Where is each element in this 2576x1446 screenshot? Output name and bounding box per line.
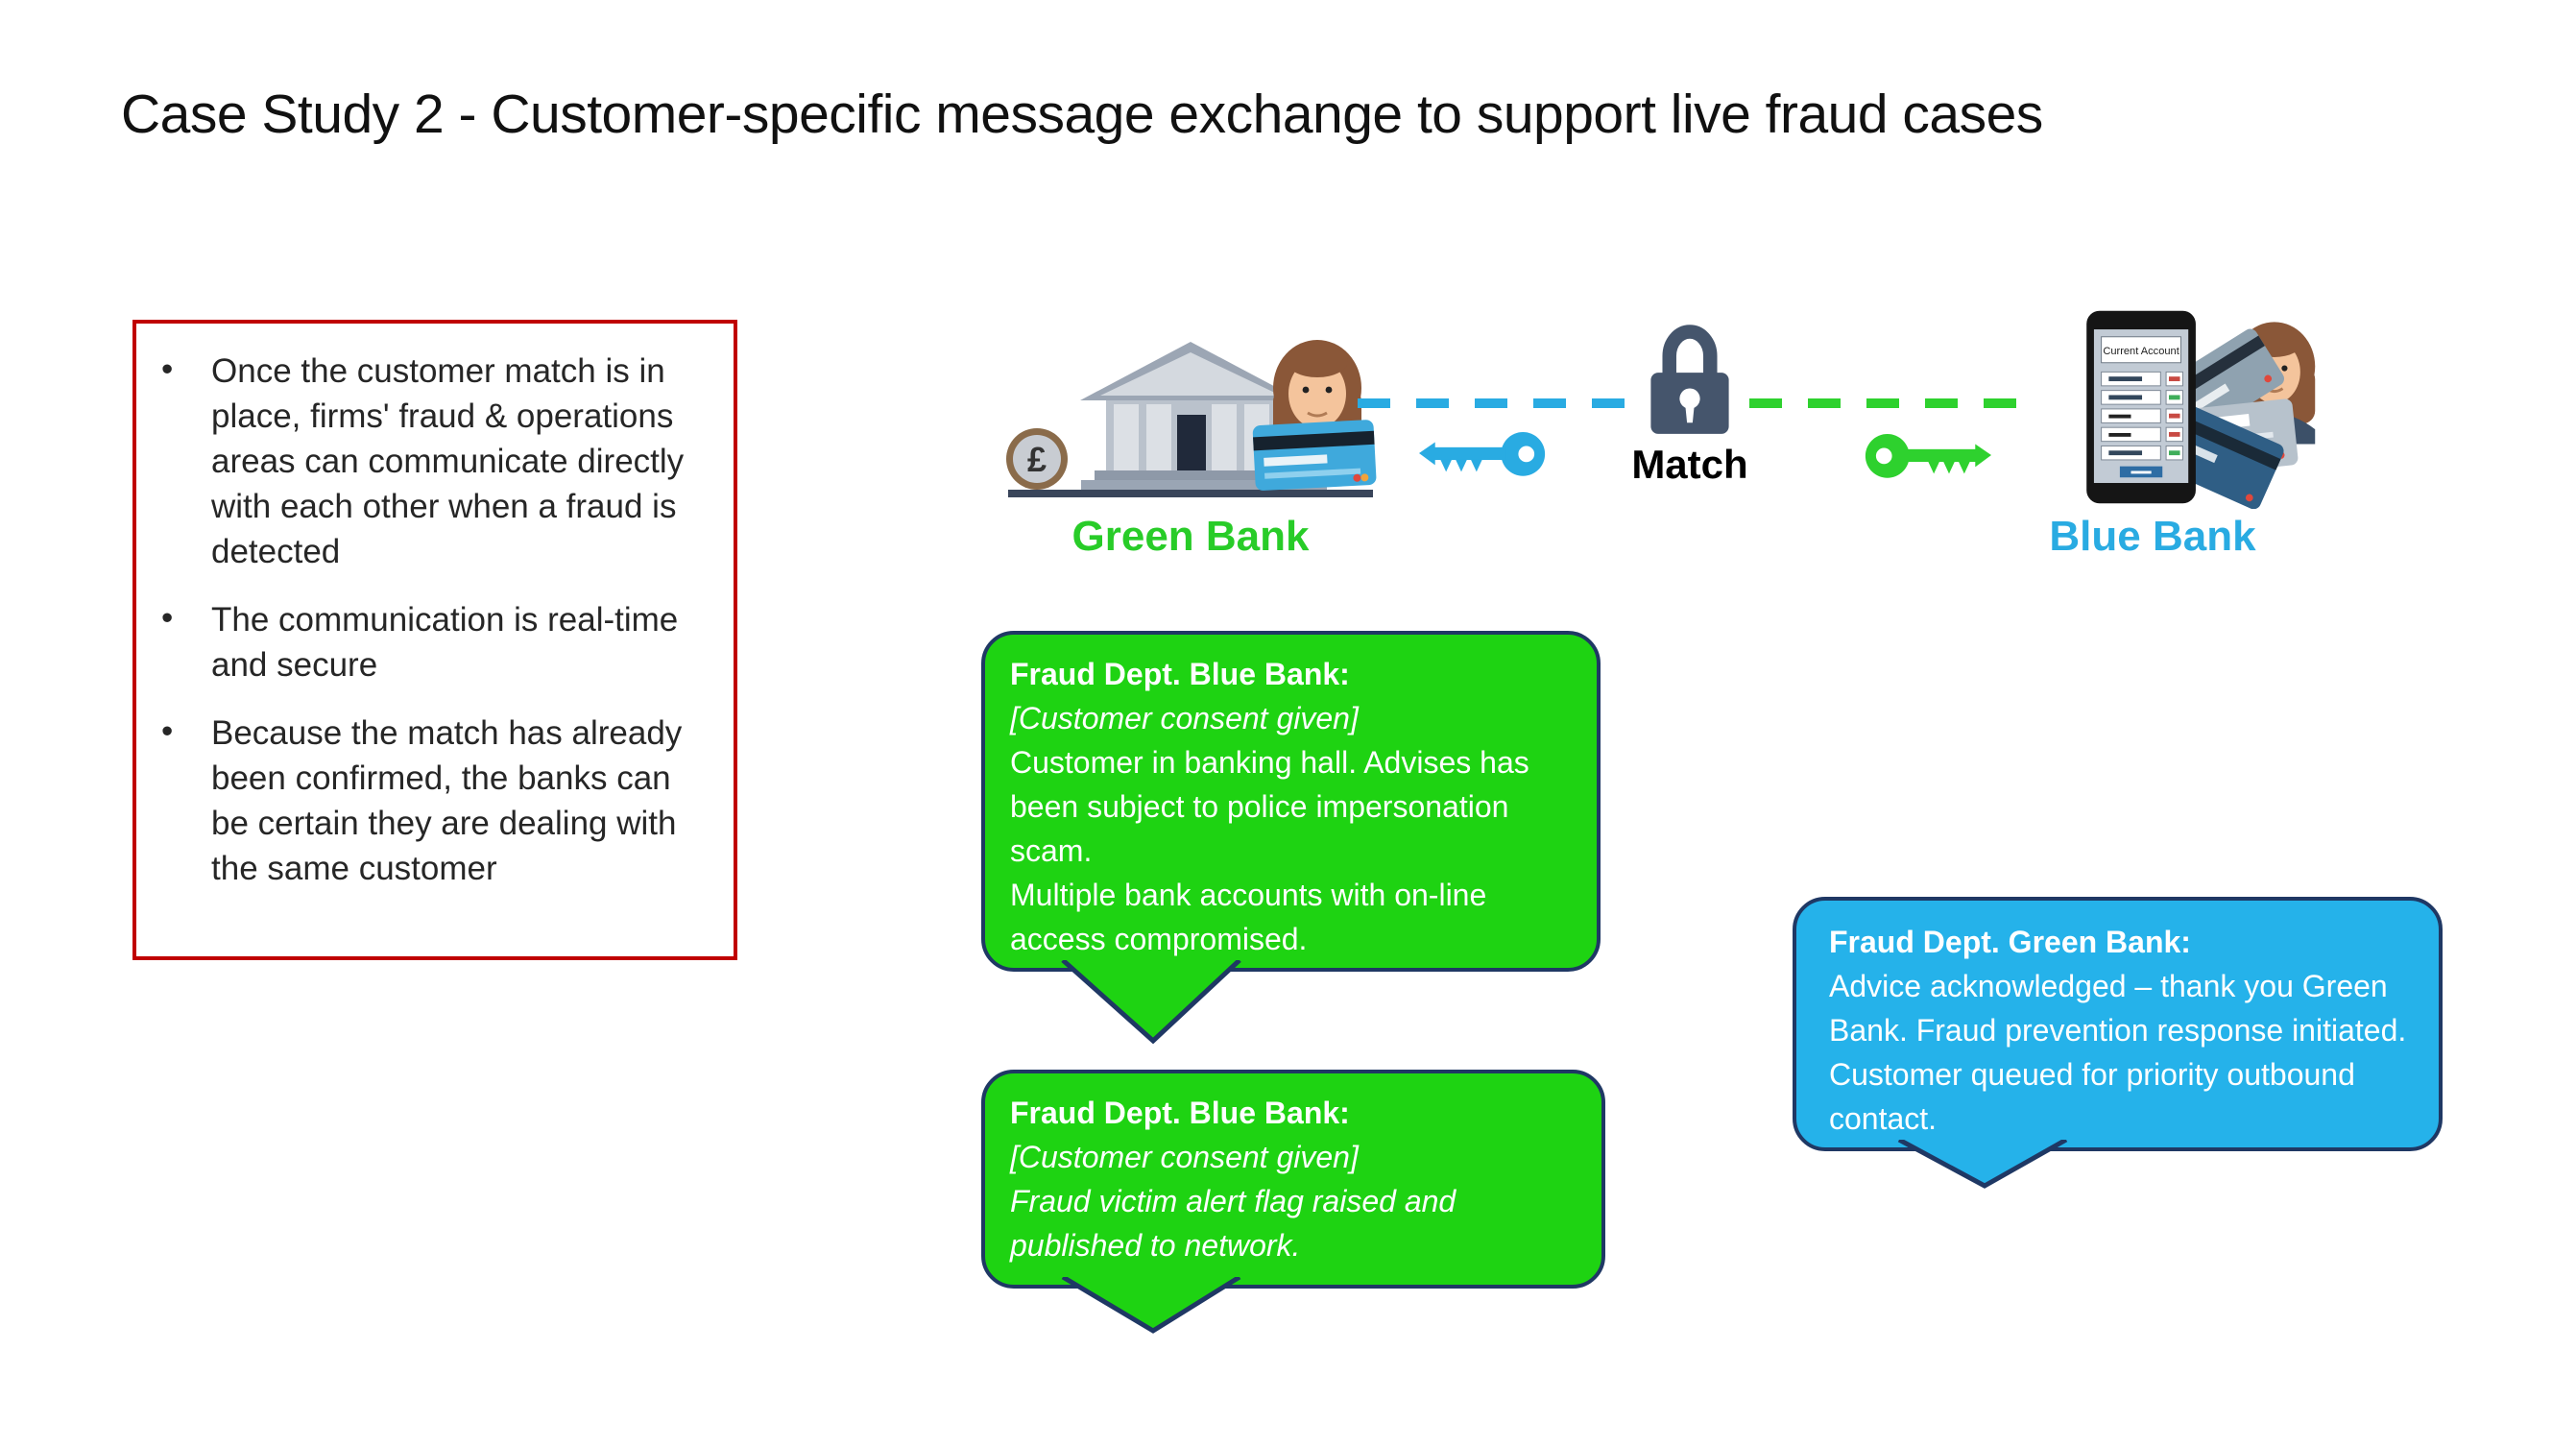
blue-bank-icon: Current Account bbox=[2055, 305, 2333, 510]
bullet-glyph: • bbox=[161, 350, 174, 388]
bullet-glyph: • bbox=[161, 599, 174, 637]
pound-coin-icon: £ bbox=[1006, 428, 1068, 490]
green-bank-label: Green Bank bbox=[1071, 513, 1310, 560]
credit-card-icon bbox=[1252, 420, 1377, 491]
bank-building-icon: £ bbox=[1006, 340, 1377, 497]
speech-bubble-tail bbox=[1061, 960, 1241, 1045]
page-title: Case Study 2 - Customer-specific message… bbox=[121, 84, 2043, 145]
bubble-header: Fraud Dept. Green Bank: bbox=[1829, 925, 2191, 959]
bubble-header: Fraud Dept. Blue Bank: bbox=[1010, 1096, 1350, 1130]
green-dashed-connector bbox=[1745, 397, 2034, 414]
bullet-item: • Because the match has already been con… bbox=[152, 711, 716, 891]
padlock-icon bbox=[1634, 309, 1745, 445]
smartphone-icon: Current Account bbox=[2086, 310, 2196, 504]
bullet-glyph: • bbox=[161, 712, 174, 750]
bubble-header: Fraud Dept. Blue Bank: bbox=[1010, 657, 1350, 691]
bubble-consent-note: [Customer consent given] bbox=[1010, 701, 1359, 735]
phone-screen-header: Current Account bbox=[2103, 346, 2179, 357]
match-label: Match bbox=[1631, 442, 1748, 487]
bubble-body-line: Customer in banking hall. Advises has be… bbox=[1010, 745, 1529, 868]
blue-bank-label: Blue Bank bbox=[2049, 513, 2256, 560]
blue-key-icon bbox=[1419, 417, 1546, 494]
bullet-item: • Once the customer match is in place, f… bbox=[152, 349, 716, 574]
speech-bubble-tail bbox=[1897, 1140, 2068, 1189]
bullet-text: Because the match has already been confi… bbox=[211, 714, 683, 887]
speech-bubble-green-bank: Fraud Dept. Green Bank: Advice acknowled… bbox=[1793, 897, 2443, 1189]
notes-bullet-list: • Once the customer match is in place, f… bbox=[152, 349, 716, 891]
bullet-text: Once the customer match is in place, fir… bbox=[211, 352, 685, 570]
green-key-icon bbox=[1865, 419, 1991, 496]
bullet-text: The communication is real-time and secur… bbox=[211, 601, 679, 684]
pound-symbol: £ bbox=[1027, 440, 1047, 479]
bubble-consent-note: [Customer consent given] bbox=[1010, 1140, 1359, 1174]
speech-bubble-tail bbox=[1061, 1277, 1241, 1334]
blue-dashed-connector bbox=[1354, 397, 1642, 414]
speech-bubble-blue-bank-2: Fraud Dept. Blue Bank: [Customer consent… bbox=[981, 1070, 1605, 1334]
bullet-item: • The communication is real-time and sec… bbox=[152, 597, 716, 687]
bubble-body-line: Fraud victim alert flag raised and publi… bbox=[1010, 1184, 1457, 1263]
bubble-body-line: Multiple bank accounts with on-line acce… bbox=[1010, 878, 1487, 956]
green-bank-icon: £ bbox=[999, 309, 1383, 501]
speech-bubble-blue-bank-1: Fraud Dept. Blue Bank: [Customer consent… bbox=[981, 631, 1601, 1045]
notes-box: • Once the customer match is in place, f… bbox=[132, 320, 737, 960]
bubble-body-line: Advice acknowledged – thank you Green Ba… bbox=[1829, 969, 2407, 1136]
